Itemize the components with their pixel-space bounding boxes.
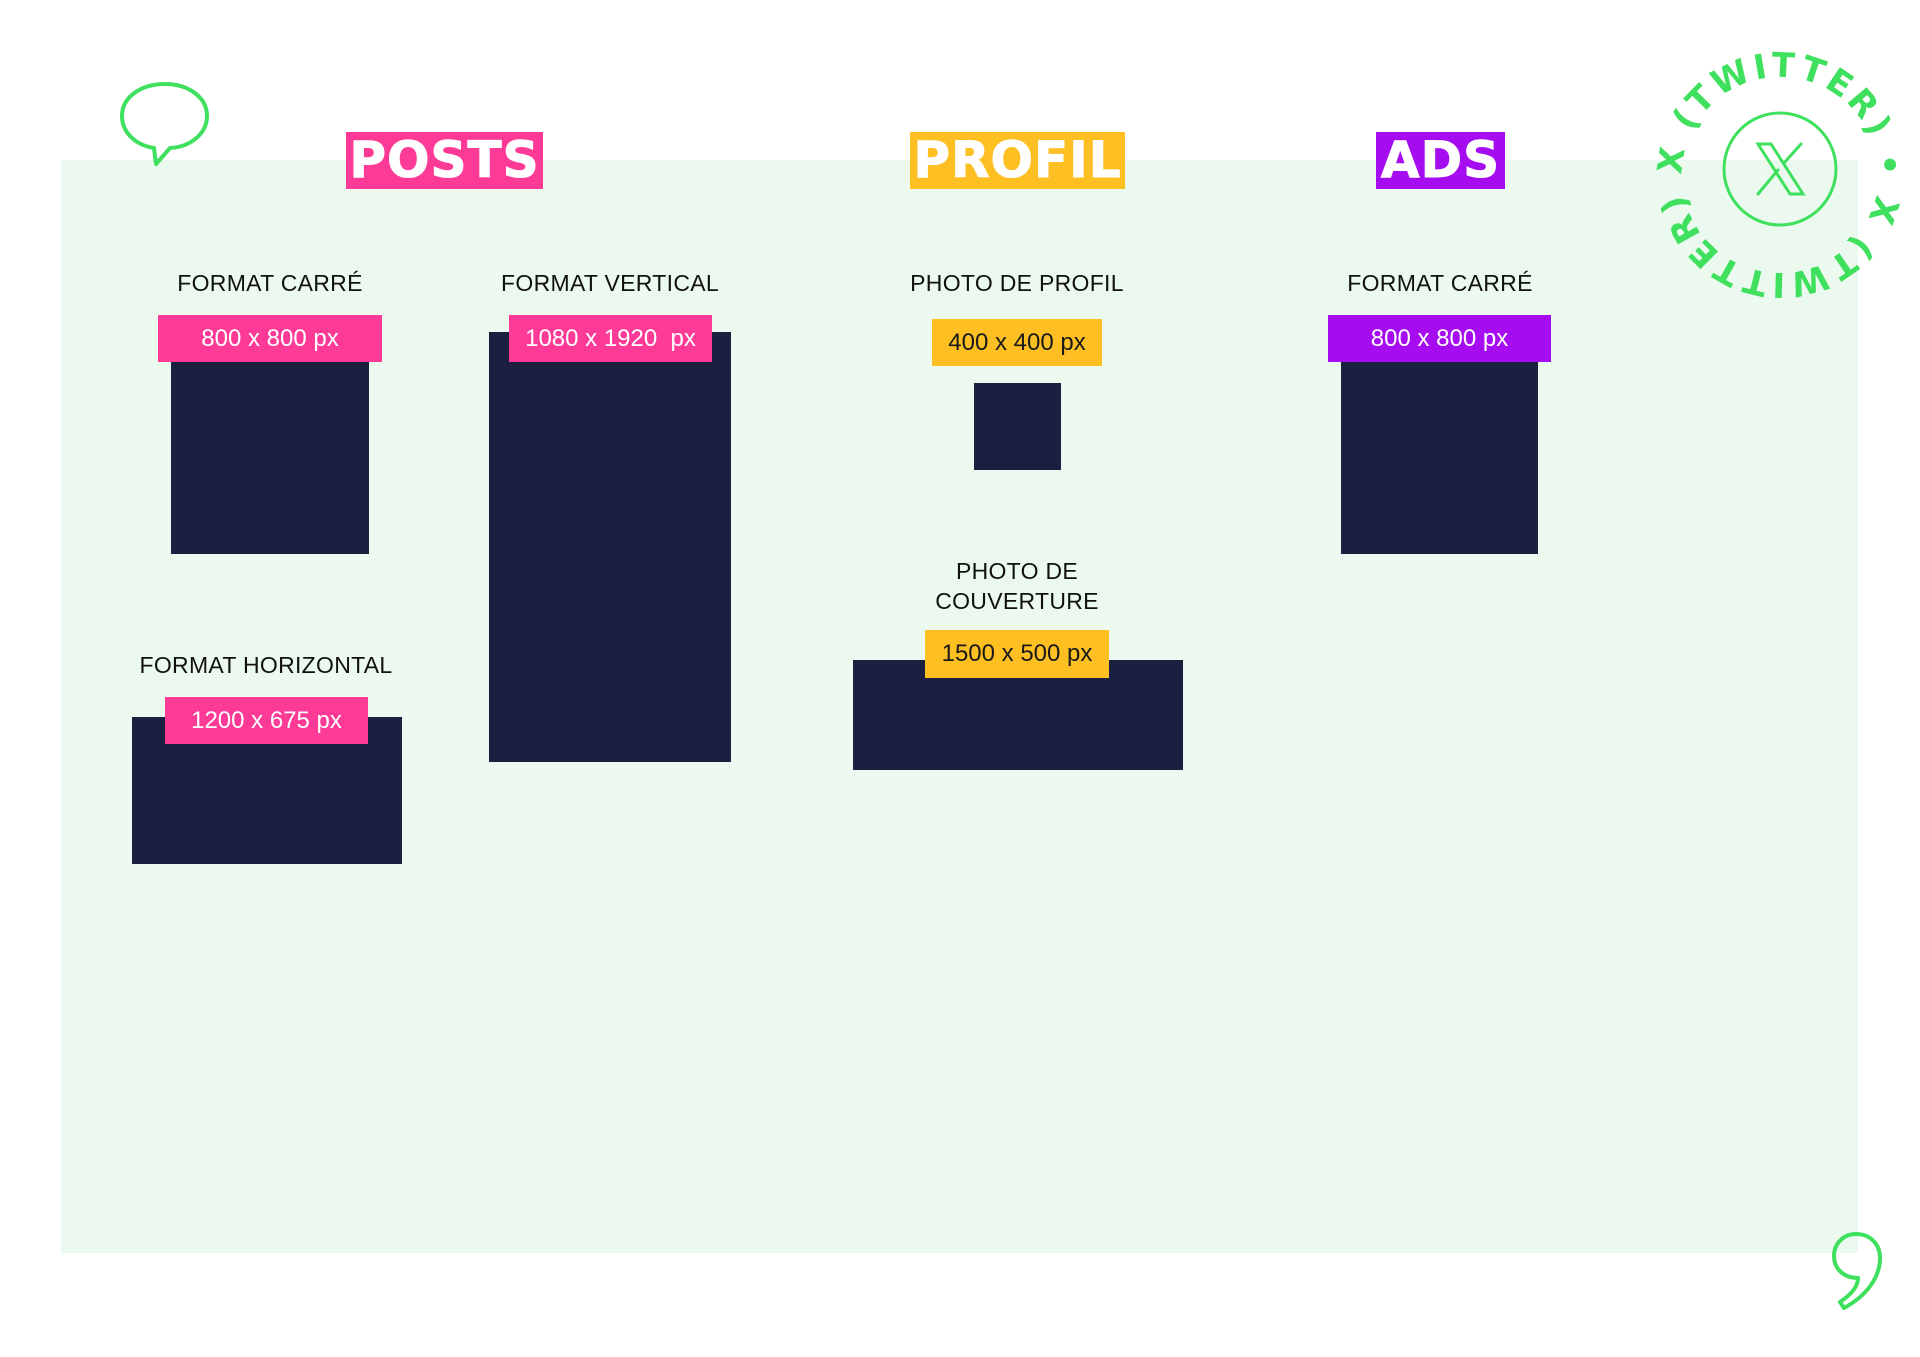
format-label-cover-photo-line2: COUVERTURE [935, 588, 1099, 614]
preview-cover-photo [853, 660, 1183, 770]
x-logo-circle [1722, 111, 1838, 227]
size-tag-posts-square: 800 x 800 px [158, 315, 382, 362]
preview-ads-square [1341, 357, 1538, 554]
section-title-profil: PROFIL [910, 131, 1125, 189]
format-label-cover-photo-line1: PHOTO DE [955, 558, 1079, 584]
format-label-profile-photo: PHOTO DE PROFIL [910, 270, 1124, 296]
size-tag-profile-photo: 400 x 400 px [932, 319, 1102, 366]
preview-posts-square [171, 357, 369, 554]
size-tag-posts-vertical: 1080 x 1920 px [509, 315, 712, 362]
quote-comma-icon [1832, 1232, 1882, 1310]
preview-profile-photo [974, 383, 1061, 470]
x-twitter-badge: X (TWITTER) • X (TWITTER) • [1655, 45, 1905, 305]
format-label-posts-horizontal: FORMAT HORIZONTAL [139, 652, 393, 678]
section-title-posts: POSTS [346, 131, 543, 189]
format-label-ads-square: FORMAT CARRÉ [1347, 270, 1533, 296]
size-tag-ads-square: 800 x 800 px [1328, 315, 1551, 362]
badge-ring-text: X (TWITTER) • X (TWITTER) • [1655, 45, 1905, 305]
format-label-posts-square: FORMAT CARRÉ [177, 270, 363, 296]
size-tag-posts-horizontal: 1200 x 675 px [165, 697, 368, 744]
size-tag-cover-photo: 1500 x 500 px [925, 630, 1109, 678]
format-label-posts-vertical: FORMAT VERTICAL [501, 270, 719, 296]
x-logo-icon [1755, 142, 1806, 196]
section-title-ads: ADS [1376, 131, 1505, 189]
speech-bubble-icon [120, 82, 209, 166]
preview-posts-vertical [489, 332, 731, 762]
svg-text:X (TWITTER) • X (TWITTER) •: X (TWITTER) • X (TWITTER) • [1655, 45, 1905, 305]
